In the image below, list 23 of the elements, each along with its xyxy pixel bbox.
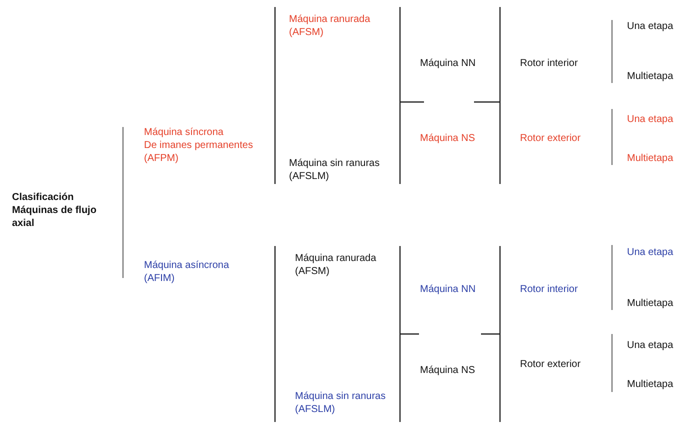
category-label: Máquina ranurada (AFSM)	[289, 13, 370, 39]
category-label: Una etapa	[627, 339, 674, 352]
category-label: Máquina NN	[420, 283, 476, 296]
category-label: Máquina síncrona De imanes permanentes (AFPM)	[144, 126, 253, 165]
category-label: Rotor exterior	[520, 358, 581, 371]
category-label: Una etapa	[627, 246, 674, 259]
category-label: Multietapa	[627, 152, 674, 165]
category-label: Rotor exterior	[520, 132, 581, 145]
category-label: Máquina asíncrona (AFIM)	[144, 259, 230, 285]
root-category-label: Clasificación Máquinas de flujo axial	[12, 191, 96, 230]
category-label: Máquina sin ranuras (AFSLM)	[295, 390, 386, 416]
category-label: Multietapa	[627, 70, 674, 83]
category-label: Rotor interior	[520, 283, 578, 296]
category-label: Rotor interior	[520, 57, 578, 70]
category-label: Multietapa	[627, 297, 674, 310]
category-label: Máquina NS	[420, 132, 476, 145]
category-label: Máquina NN	[420, 57, 476, 70]
category-label: Máquina NS	[420, 364, 476, 377]
category-label: Una etapa	[627, 113, 674, 126]
category-label: Máquina ranurada (AFSM)	[295, 252, 376, 278]
category-label: Máquina sin ranuras (AFSLM)	[289, 157, 380, 183]
category-label: Multietapa	[627, 378, 674, 391]
category-label: Una etapa	[627, 20, 674, 33]
